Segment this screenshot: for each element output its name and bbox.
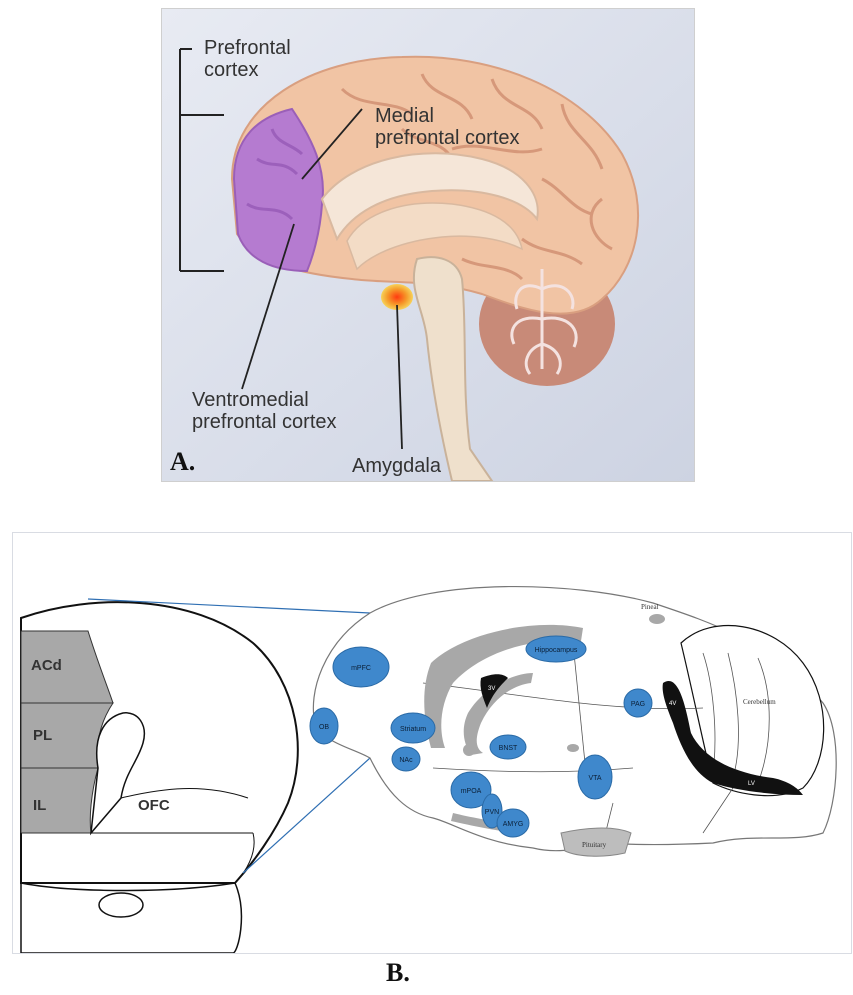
label-striatum: Striatum (400, 726, 426, 733)
label-pineal: Pineal (641, 603, 659, 611)
amygdala-label: Amygdala (352, 455, 441, 477)
rodent-brain-diagram: mPFC Hippocampus OB Striatum NAc BNST mP… (13, 533, 851, 953)
label-cerebellum: Cerebellum (743, 698, 776, 706)
olfactory-ventricle (99, 893, 143, 917)
label-4v: 4V (669, 701, 676, 707)
label-pag: PAG (631, 701, 645, 708)
label-lv: LV (748, 781, 755, 787)
label-pvn: PVN (485, 809, 499, 816)
label-mpfc: mPFC (351, 665, 371, 672)
label-ofc: OFC (138, 795, 170, 817)
ventromedial-prefrontal-cortex-label: Ventromedial prefrontal cortex (192, 389, 337, 433)
label-mpoa: mPOA (461, 788, 482, 795)
pineal-gland (649, 614, 665, 624)
label-bnst: BNST (499, 745, 518, 752)
panel-b-rodent-brain: mPFC Hippocampus OB Striatum NAc BNST mP… (12, 532, 852, 954)
prefrontal-cortex-label: Prefrontal cortex (204, 37, 291, 81)
label-il: IL (33, 795, 46, 817)
panel-b-letter: B. (386, 958, 410, 988)
label-pituitary: Pituitary (582, 841, 607, 849)
label-ob: OB (319, 724, 329, 731)
label-pl: PL (33, 725, 52, 747)
label-3v: 3V (488, 686, 495, 692)
label-amyg: AMYG (503, 821, 524, 828)
label-nac: NAc (399, 757, 413, 764)
panel-a-human-brain: Prefrontal cortex Medial prefrontal cort… (161, 8, 695, 482)
label-acd: ACd (31, 655, 62, 677)
label-hippocampus: Hippocampus (535, 647, 578, 654)
medial-prefrontal-cortex-label: Medial prefrontal cortex (375, 105, 520, 149)
panel-a-letter: A. (170, 447, 195, 477)
label-vta: VTA (588, 775, 601, 782)
